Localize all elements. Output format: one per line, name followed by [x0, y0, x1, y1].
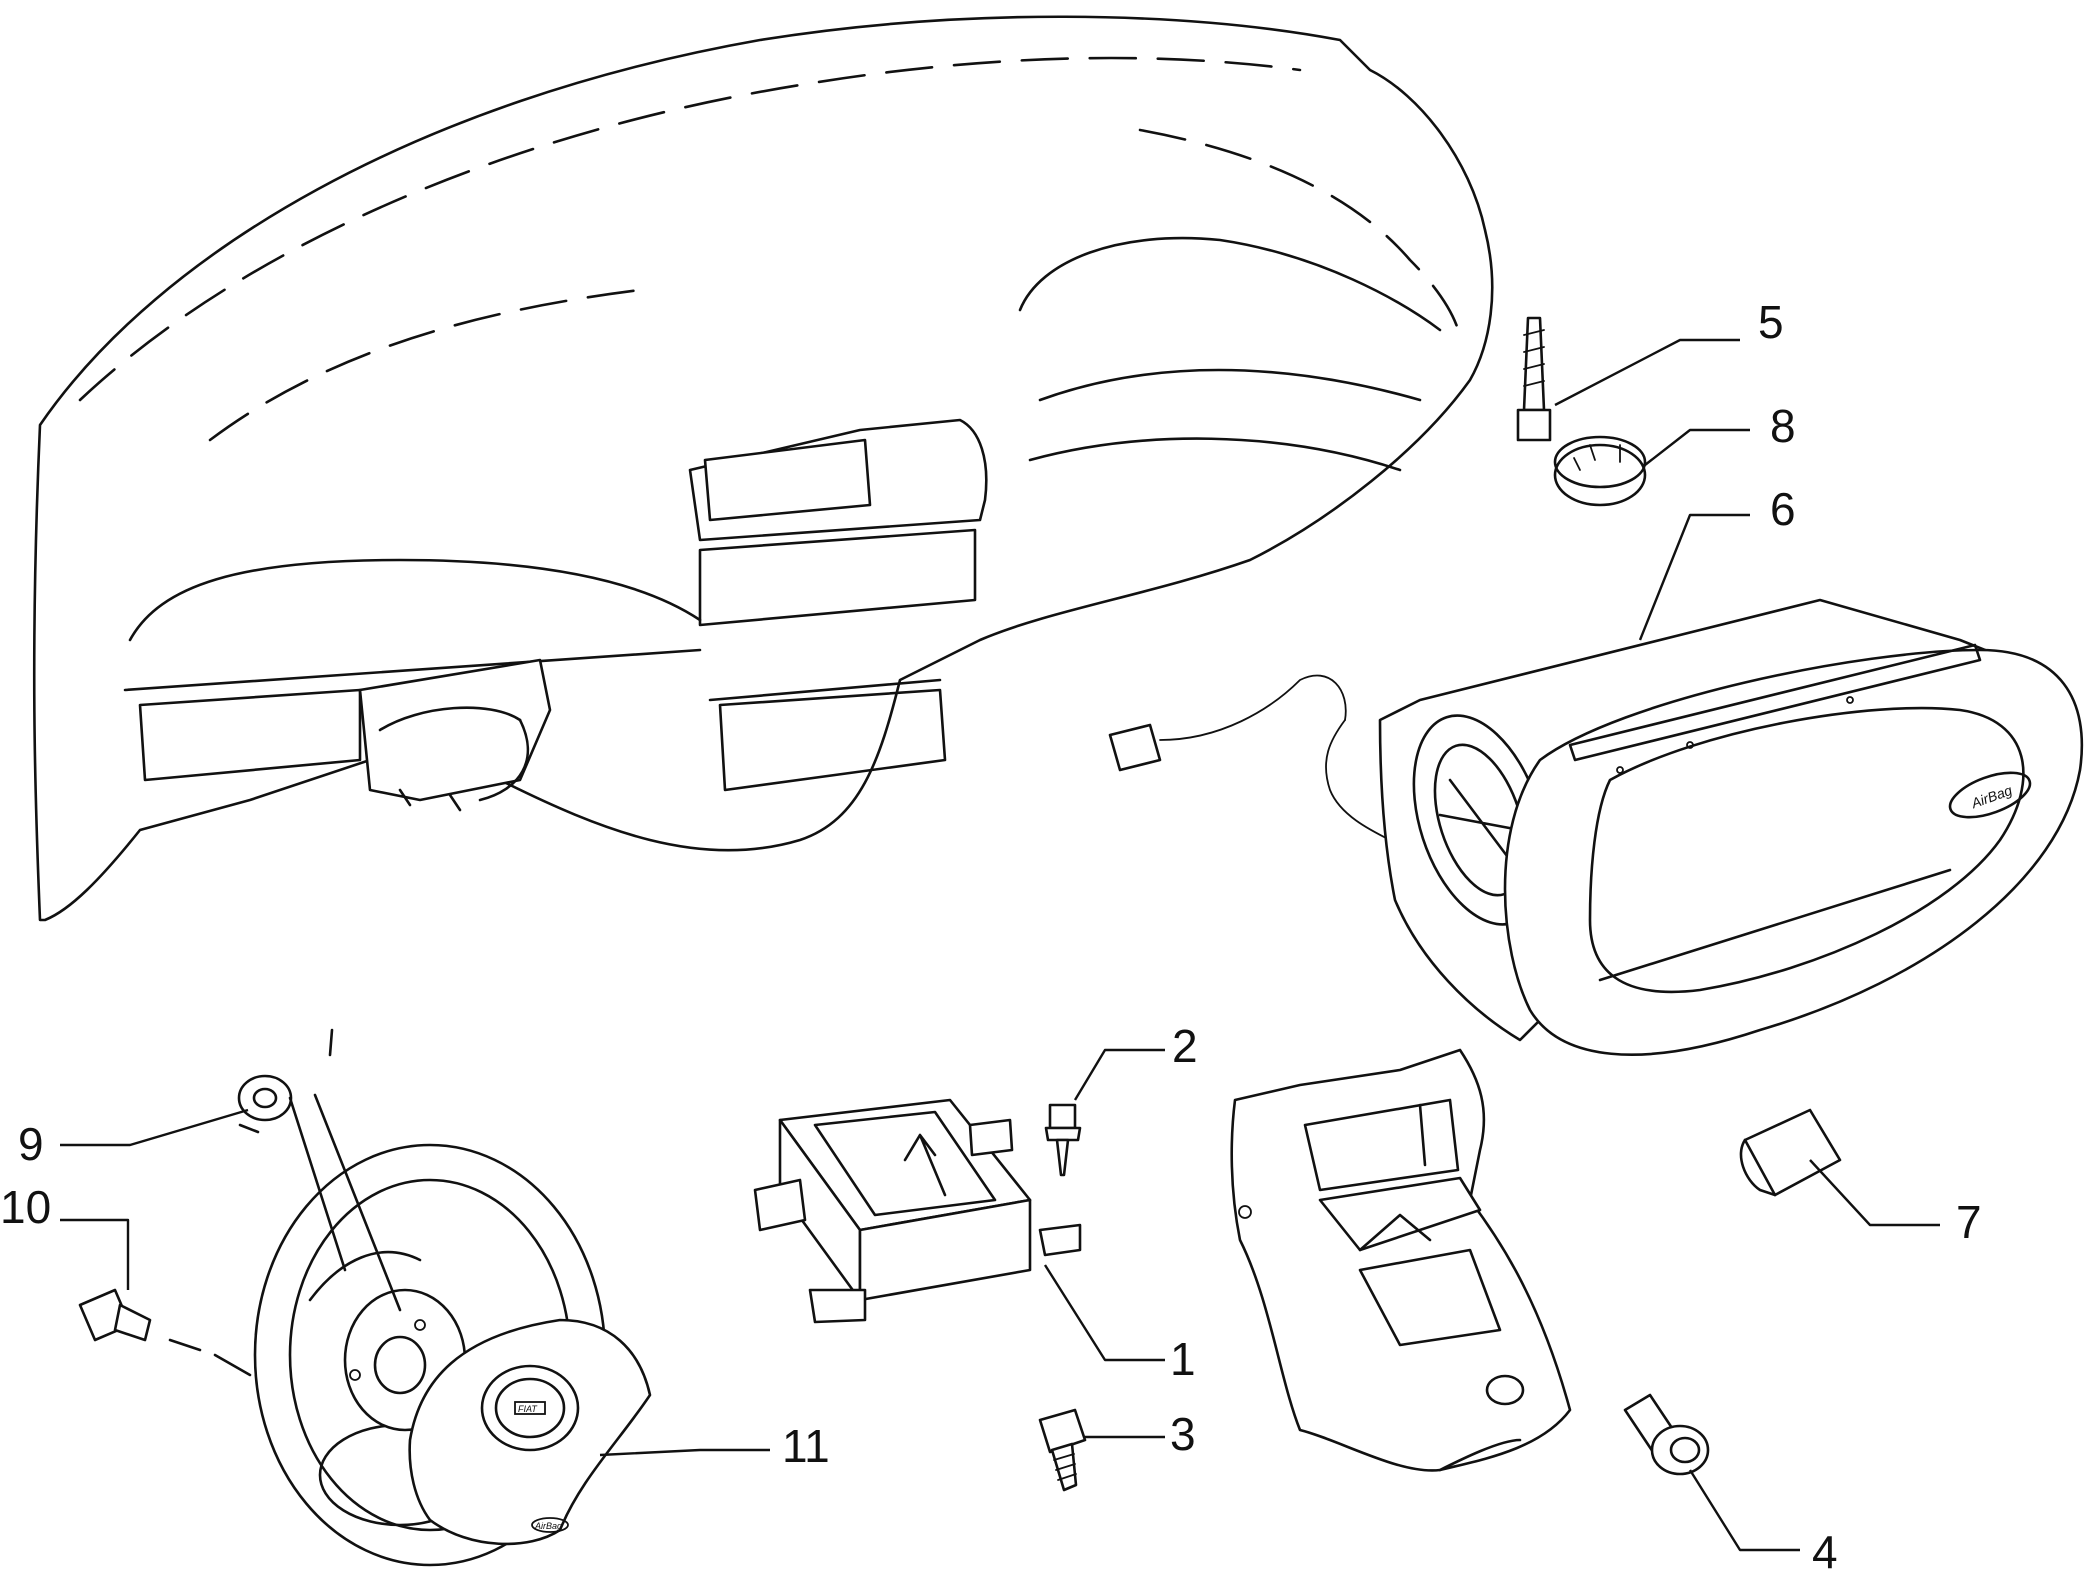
clip-part-8 — [1553, 435, 1647, 507]
driver-airbag-icon — [408, 1318, 652, 1546]
seal-part-7 — [1739, 1108, 1842, 1197]
driver-airbag-badge-text: AirBag — [534, 1521, 562, 1531]
airbag-connector-icon — [1108, 723, 1162, 772]
fiat-logo — [514, 1401, 546, 1415]
callout-8: 8 — [1770, 400, 1796, 452]
screw-part-2 — [1044, 1103, 1082, 1177]
assembly-line — [328, 1028, 334, 1057]
leader-8 — [1644, 428, 1750, 466]
screw-part-5 — [1516, 316, 1552, 442]
leader-7 — [1809, 1159, 1940, 1227]
leader-lines — [60, 338, 1940, 1552]
callout-1: 1 — [1170, 1333, 1196, 1385]
leader-11 — [599, 1448, 770, 1457]
clip-icon — [1553, 443, 1647, 507]
leader-2 — [1073, 1048, 1165, 1101]
bolt-part-3 — [1038, 1408, 1087, 1492]
washer-part-9 — [237, 1074, 293, 1122]
seal-icon — [1743, 1108, 1842, 1197]
steering-logo-text: FIAT — [518, 1404, 538, 1414]
assembly-line — [213, 1353, 252, 1377]
washer-icon — [237, 1074, 293, 1122]
leader-10 — [60, 1218, 130, 1290]
callout-9: 9 — [18, 1118, 44, 1170]
assembly-line — [238, 1123, 260, 1134]
callout-6: 6 — [1770, 483, 1796, 535]
screw-icon — [1048, 1103, 1077, 1130]
callout-7: 7 — [1956, 1196, 1982, 1248]
assembly-line — [288, 1096, 347, 1272]
callout-5: 5 — [1758, 296, 1784, 348]
leader-9 — [60, 1108, 249, 1147]
assembly-line — [168, 1338, 202, 1352]
leader-5 — [1554, 338, 1740, 407]
bolt-icon — [1038, 1408, 1087, 1454]
passenger-airbag-module: AirBag — [1108, 598, 2084, 1056]
callout-10: 10 — [0, 1181, 51, 1233]
passenger-airbag-badge — [1948, 771, 2032, 819]
leader-4 — [1688, 1469, 1800, 1552]
callout-labels: 5 8 6 7 1 2 3 4 9 10 11 — [0, 296, 1982, 1578]
stud-part-10 — [78, 1288, 152, 1342]
leader-1 — [1043, 1264, 1165, 1362]
driver-airbag-part-11: FIAT AirBag — [408, 1318, 652, 1546]
callout-3: 3 — [1170, 1408, 1196, 1460]
callout-2: 2 — [1172, 1020, 1198, 1072]
switch-part-4 — [1623, 1393, 1710, 1476]
leader-6 — [1638, 513, 1750, 641]
center-console — [1230, 1048, 1572, 1472]
control-unit-part-1 — [753, 1098, 1082, 1324]
callout-4: 4 — [1812, 1526, 1838, 1578]
dashboard-panel — [32, 15, 1494, 922]
callout-11: 11 — [782, 1420, 830, 1472]
assembly-line — [313, 1093, 402, 1312]
